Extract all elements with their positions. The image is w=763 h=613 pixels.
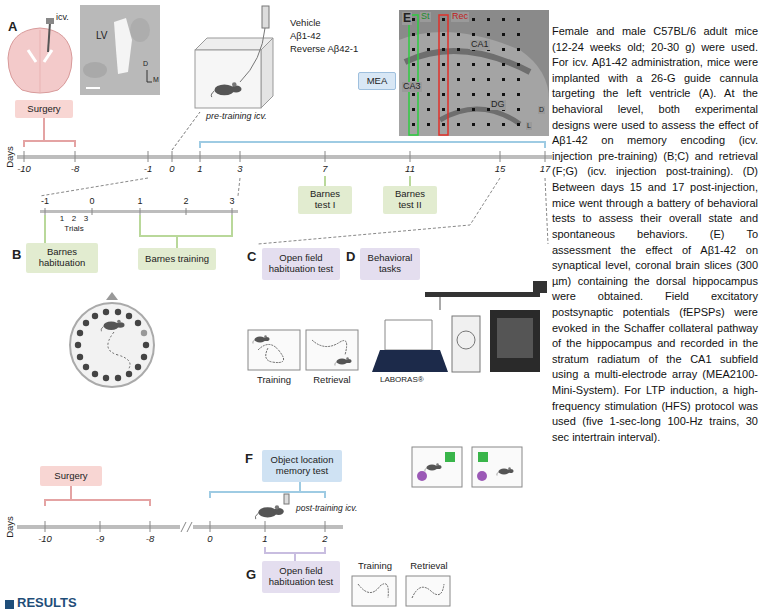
stage-box: Barnes habituation [26, 243, 98, 273]
annotation: Trials [64, 225, 83, 234]
annotation: 2 [183, 197, 188, 207]
annotation: LABORAS® [380, 376, 424, 385]
annotation: CA1 [470, 40, 490, 50]
annotation: -8 [146, 534, 154, 544]
node-text: Surgery [27, 104, 60, 115]
annotation: pre-training icv. [206, 112, 267, 122]
annotation: 17 [540, 164, 551, 174]
annotation: 0 [169, 164, 174, 174]
annotation: D [143, 60, 148, 68]
node-text: Barnes test II [386, 189, 434, 211]
annotation: 1 [262, 534, 267, 544]
annotation: LV [96, 30, 108, 41]
annotation: Aβ1-42 [290, 31, 321, 41]
annotation: 11 [405, 164, 415, 174]
node-text: Retrieval [410, 561, 448, 572]
annotation: post-training icv. [296, 504, 357, 513]
panel-letter: B [12, 248, 21, 262]
panel-letter: E [402, 12, 412, 25]
node-text: Training [257, 375, 291, 386]
panel-letter: D [346, 250, 355, 264]
annotation: -10 [38, 534, 52, 544]
stage-box: Barnes training [138, 248, 216, 270]
annotation: 1 [60, 215, 64, 224]
annotation: icv. [56, 13, 69, 23]
annotation: Reverse Aβ42-1 [290, 44, 358, 54]
method-box: MEA [358, 72, 396, 90]
annotation: M [153, 76, 159, 84]
test-box: Barnes test I [298, 186, 352, 214]
node-text: Barnes habituation [29, 247, 95, 269]
arena-panel: Training [350, 561, 400, 608]
panel-letter: C [247, 250, 256, 264]
test-box: Behavioral tasks [360, 248, 420, 280]
annotation: -1 [144, 164, 152, 174]
node-text: Open field habituation test [265, 566, 337, 588]
annotation: 1 [197, 164, 202, 174]
annotation: D [538, 106, 545, 114]
annotation: Rec [451, 12, 469, 22]
panel-letter: G [246, 568, 256, 582]
panel-letter: A [8, 20, 17, 34]
annotation: 0 [89, 197, 94, 207]
annotation: 3 [237, 164, 242, 174]
annotation: -8 [71, 164, 79, 174]
node-text: MEA [367, 76, 388, 87]
arena-panel: Training [246, 330, 302, 386]
node-text: Behavioral tasks [363, 253, 417, 275]
arena-panel: Retrieval [304, 330, 360, 386]
node-text: Surgery [54, 471, 87, 482]
test-box: Barnes test II [383, 186, 437, 214]
annotation: 3 [84, 215, 88, 224]
figure-caption: Female and male C57BL/6 adult mice (12-2… [552, 24, 758, 445]
arena-panel: Retrieval [404, 561, 454, 608]
annotation: 3 [229, 197, 234, 207]
annotation: Days [5, 516, 15, 538]
stage-box: Surgery [15, 100, 73, 118]
panel-letter: RESULTS [17, 596, 77, 610]
annotation: Vehicle [290, 18, 321, 28]
annotation: Days [5, 146, 15, 168]
annotation: 0 [207, 534, 212, 544]
node-text: Barnes test I [301, 189, 349, 211]
annotation: DG [490, 100, 506, 110]
annotation: CA3 [402, 82, 422, 92]
node-text: Open field habituation test [265, 253, 337, 275]
annotation: 15 [495, 164, 506, 174]
annotation: L [526, 122, 532, 130]
annotation: -1 [41, 197, 49, 207]
annotation: -10 [17, 164, 31, 174]
annotation: St [420, 12, 431, 22]
annotation: -9 [96, 534, 104, 544]
node-text: Retrieval [313, 375, 351, 386]
test-box: Object location memory test [262, 450, 342, 482]
annotation: 2 [322, 534, 327, 544]
stage-box: Surgery [40, 466, 102, 486]
annotation: 7 [322, 164, 327, 174]
node-text: Training [358, 561, 392, 572]
node-text: Object location memory test [265, 455, 339, 477]
test-box: Open field habituation test [262, 248, 340, 280]
annotation: 1 [137, 197, 142, 207]
annotation: 2 [72, 215, 76, 224]
test-box: Open field habituation test [262, 561, 340, 593]
node-text: Barnes training [145, 254, 209, 265]
panel-letter: F [245, 452, 253, 466]
